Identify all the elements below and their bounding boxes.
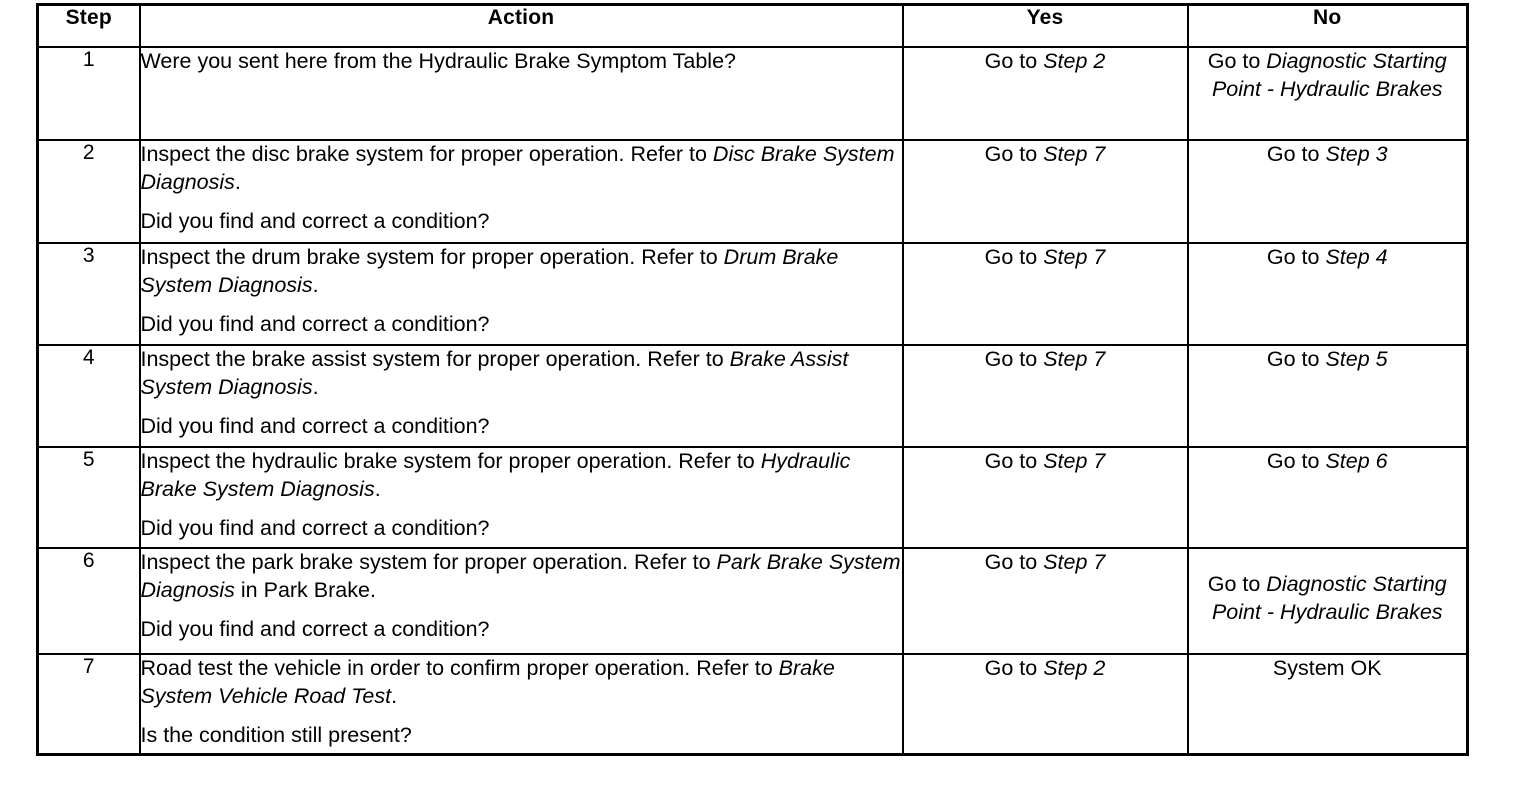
step-number-cell: 1 — [36, 46, 141, 141]
table-header: Step Action Yes No — [36, 3, 1469, 48]
no-answer-cell: System OK — [1186, 653, 1469, 756]
action-instruction: Inspect the hydraulic brake system for p… — [140, 449, 851, 501]
no-answer-cell: Go to Diagnostic Starting Point - Hydrau… — [1186, 46, 1469, 141]
action-question: Did you find and correct a condition? — [140, 413, 490, 438]
action-instruction: Inspect the drum brake system for proper… — [140, 245, 839, 297]
no-answer-cell: Go to Step 5 — [1186, 344, 1469, 448]
action-question: Did you find and correct a condition? — [140, 616, 490, 641]
step-number-cell: 4 — [36, 344, 141, 448]
no-answer-cell: Go to Step 3 — [1186, 139, 1469, 244]
action-cell: Inspect the hydraulic brake system for p… — [138, 446, 904, 549]
action-cell: Road test the vehicle in order to confir… — [138, 653, 904, 756]
step-number-cell: 5 — [36, 446, 141, 549]
yes-answer-cell: Go to Step 7 — [901, 344, 1189, 448]
yes-answer-cell: Go to Step 7 — [901, 446, 1189, 549]
step-number-cell: 3 — [36, 242, 141, 346]
column-header-yes: Yes — [901, 3, 1189, 48]
action-cell: Inspect the disc brake system for proper… — [138, 139, 904, 244]
column-header-no: No — [1186, 3, 1469, 48]
action-instruction: Were you sent here from the Hydraulic Br… — [140, 49, 737, 73]
yes-answer-cell: Go to Step 2 — [901, 46, 1189, 141]
action-instruction: Inspect the brake assist system for prop… — [140, 347, 849, 399]
no-answer-cell: Go to Step 6 — [1186, 446, 1469, 549]
action-cell: Inspect the brake assist system for prop… — [138, 344, 904, 448]
action-question: Did you find and correct a condition? — [140, 311, 490, 336]
step-number-cell: 2 — [36, 139, 141, 244]
header-row: Step Action Yes No — [36, 3, 1469, 48]
yes-answer-cell: Go to Step 7 — [901, 547, 1189, 655]
action-cell: Inspect the drum brake system for proper… — [138, 242, 904, 346]
action-question: Did you find and correct a condition? — [140, 515, 490, 540]
yes-answer-cell: Go to Step 2 — [901, 653, 1189, 756]
action-cell: Inspect the park brake system for proper… — [138, 547, 904, 655]
no-answer-cell: Go to Diagnostic Starting Point - Hydrau… — [1186, 547, 1469, 655]
action-question: Did you find and correct a condition? — [140, 208, 490, 233]
step-number-cell: 6 — [36, 547, 141, 655]
yes-answer-cell: Go to Step 7 — [901, 242, 1189, 346]
action-question: Is the condition still present? — [140, 722, 412, 747]
action-instruction: Inspect the park brake system for proper… — [140, 550, 901, 602]
no-answer-cell: Go to Step 4 — [1186, 242, 1469, 346]
yes-answer-cell: Go to Step 7 — [901, 139, 1189, 244]
step-number-cell: 7 — [36, 653, 141, 756]
column-header-action: Action — [138, 3, 904, 48]
column-header-step: Step — [36, 3, 141, 48]
action-instruction: Road test the vehicle in order to confir… — [140, 656, 835, 708]
action-cell: Were you sent here from the Hydraulic Br… — [138, 46, 904, 141]
action-instruction: Inspect the disc brake system for proper… — [140, 142, 895, 194]
